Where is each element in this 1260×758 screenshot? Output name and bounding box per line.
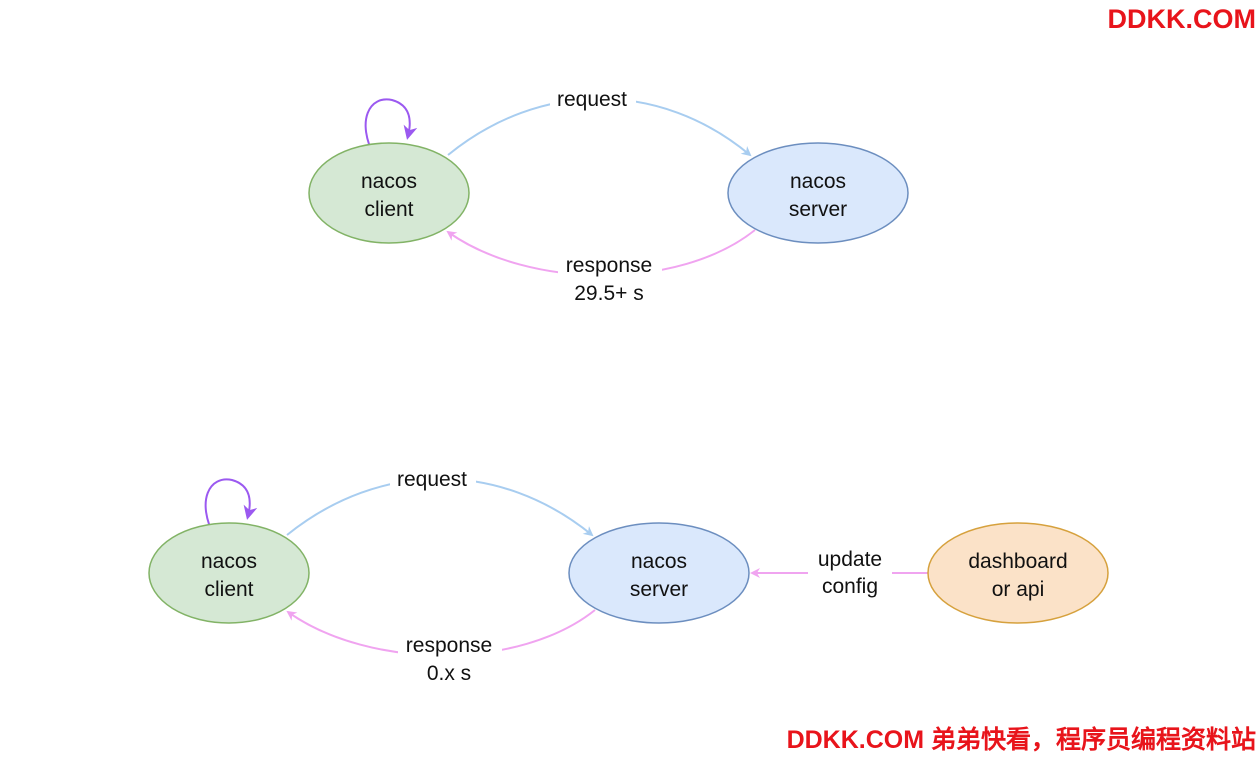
diagram-2: request response 0.x s update config nac… <box>148 466 1109 685</box>
client-label-line2: client <box>364 198 413 221</box>
client-label-line1: nacos <box>361 170 417 193</box>
server-label-line1: nacos <box>631 550 687 573</box>
server-label-line2: server <box>789 198 847 221</box>
update-label-line1: update <box>818 548 882 571</box>
diagram-1: request response 29.5+ s nacos client na… <box>308 86 909 305</box>
response-label-1: response <box>566 254 652 277</box>
watermark-top: DDKK.COM <box>1107 4 1257 34</box>
response-time-label-1: 29.5+ s <box>574 282 643 305</box>
client-node-1: nacos client <box>308 142 470 244</box>
response-time-label-2: 0.x s <box>427 662 471 685</box>
update-label-line2: config <box>822 575 878 598</box>
client-label-line2: client <box>204 578 253 601</box>
server-node-2: nacos server <box>568 522 750 624</box>
dashboard-label-line2: or api <box>992 578 1045 601</box>
response-label-2: response <box>406 634 492 657</box>
request-label-2: request <box>397 468 467 491</box>
server-label-line1: nacos <box>790 170 846 193</box>
client-node-2: nacos client <box>148 522 310 624</box>
dashboard-label-line1: dashboard <box>968 550 1067 573</box>
request-label-1: request <box>557 88 627 111</box>
server-label-line2: server <box>630 578 688 601</box>
watermark-bottom: DDKK.COM 弟弟快看，程序员编程资料站 <box>786 726 1256 754</box>
client-label-line1: nacos <box>201 550 257 573</box>
client-loop-edge-1 <box>364 98 418 159</box>
dashboard-node: dashboard or api <box>927 522 1109 624</box>
client-loop-edge-2 <box>204 478 258 539</box>
server-node-1: nacos server <box>727 142 909 244</box>
